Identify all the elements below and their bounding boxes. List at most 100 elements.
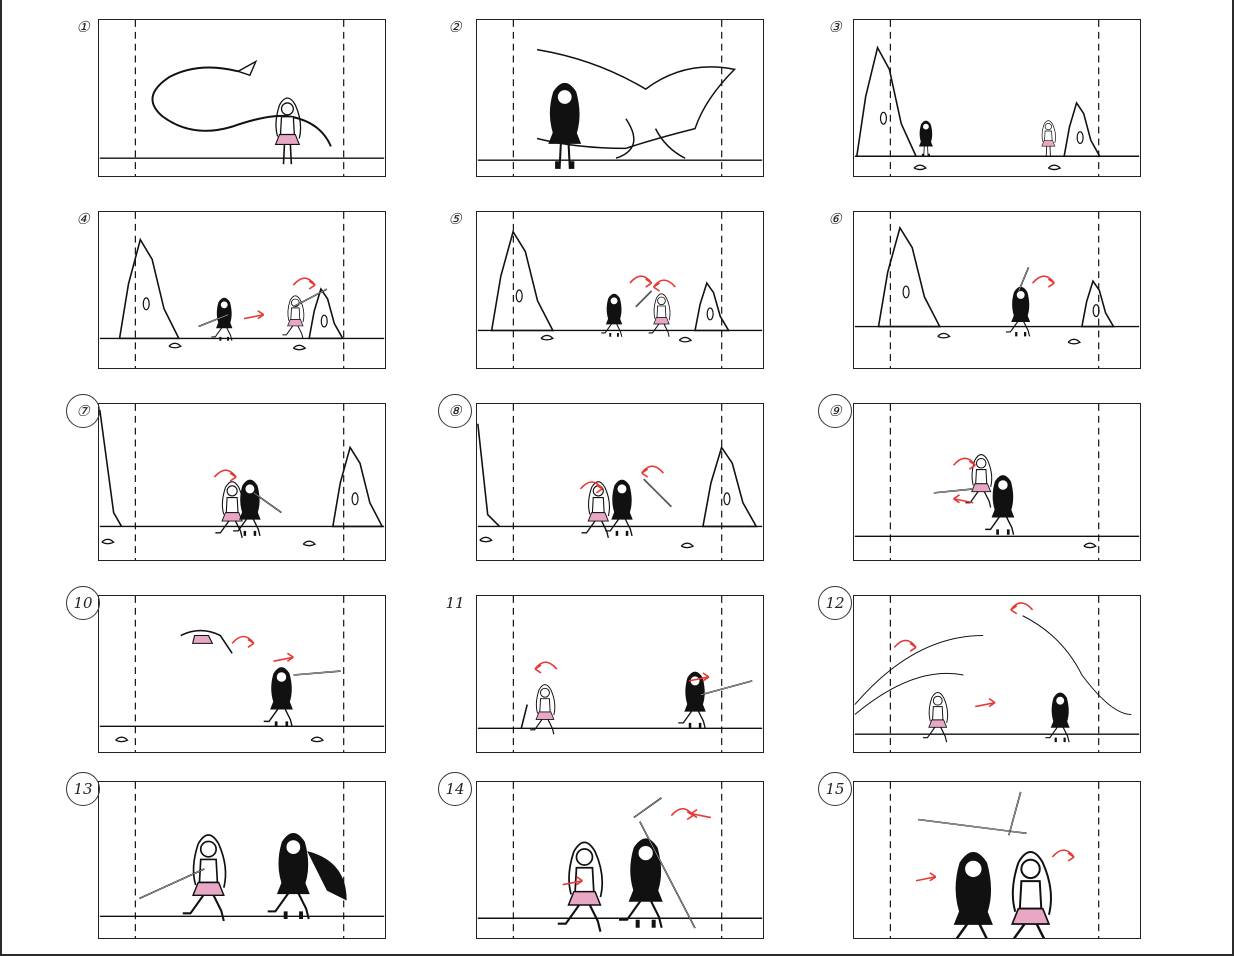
skirt [991,507,1015,518]
rock-spire [1063,101,1102,158]
arrow-head [1010,605,1018,615]
boots [1054,737,1066,743]
arrow-head [247,638,255,648]
storyboard-panel-14 [476,781,764,939]
head [636,844,655,862]
torso [539,698,551,713]
motion-arrow [670,807,694,817]
legs [233,518,261,537]
motion-arrow [1031,275,1055,284]
head [219,300,229,310]
motion-arrow [688,676,710,682]
legs [601,323,623,337]
skirt [1041,140,1056,147]
sword-edge [293,670,341,676]
hair [287,295,305,323]
motion-arrow [952,457,976,466]
airborne-fighter [180,629,233,654]
panel-sketch [477,797,763,932]
blonde-fighter [182,834,227,922]
motion-arrow [893,639,917,648]
motion-arrow [953,498,974,504]
torso [1018,880,1043,910]
dark-haired-fighter [267,833,310,920]
legs [1012,923,1046,938]
skirt [918,140,933,147]
panel-drawing [854,404,1140,560]
storyboard-panel-13 [98,781,386,939]
boots [283,911,303,920]
panel-sketch [477,661,763,735]
torso [574,866,595,893]
storyboard-panel-4 [98,211,386,369]
pebble [680,542,695,549]
torso [656,305,667,318]
torso [975,469,988,485]
panel-drawing [99,596,385,752]
torso [283,856,304,882]
arrow-head [702,672,710,682]
rock-hole [142,297,150,311]
storyboard-panel-12 [853,595,1141,753]
pebble [292,344,307,351]
arrow-head [988,698,996,708]
pebble [310,736,325,743]
panel-sketch [99,409,385,547]
boots [219,336,230,341]
pebble [913,164,927,171]
arrow-head [286,652,294,662]
panel-drawing [854,212,1140,368]
motion-arrow [1051,849,1075,858]
pebble [678,336,693,343]
dark-haired-fighter [233,479,261,537]
blonde-fighter [648,293,671,337]
torso [1054,706,1066,721]
hair [275,97,302,139]
torso [225,497,239,514]
panel-drawing [477,20,763,176]
legs [955,923,988,938]
skirt [548,129,582,144]
blonde-fighter [557,841,604,932]
storyboard-panel-8 [476,403,764,561]
skirt [270,699,293,710]
head [975,457,987,469]
legs [182,894,225,922]
storyboard-panel-5 [476,211,764,369]
legs [619,900,663,928]
motion-arrow [292,277,316,286]
dark-haired-fighter [605,479,633,537]
panel-sketch [99,59,385,165]
torso [198,858,219,884]
torso [1044,130,1053,142]
skirt [191,634,214,644]
panel-sketch [854,45,1140,171]
rock-hole [1092,304,1100,318]
pebble [1083,542,1097,549]
hair [568,841,604,898]
boots [635,919,656,928]
dark-haired-fighter [1045,692,1070,743]
hair [535,684,556,716]
pebble [101,538,115,545]
dark-haired-fighter [211,297,233,341]
head [1020,858,1041,880]
arrow-head [1067,852,1075,862]
speed-lines [854,635,984,715]
blonde-fighter [581,481,610,539]
panel-drawing [477,782,763,938]
legs [267,892,310,920]
skirt [953,907,993,925]
panel-sketch [477,48,763,169]
boots [609,332,619,337]
legs [530,719,555,735]
arrow-head [968,460,976,470]
torso [996,491,1010,509]
rock-hole [515,289,523,303]
flowing-hair [307,851,347,901]
torso [1015,300,1027,315]
rock-hole [879,111,888,125]
panel-number: 12 [818,586,852,620]
motion-arrow [273,656,294,662]
